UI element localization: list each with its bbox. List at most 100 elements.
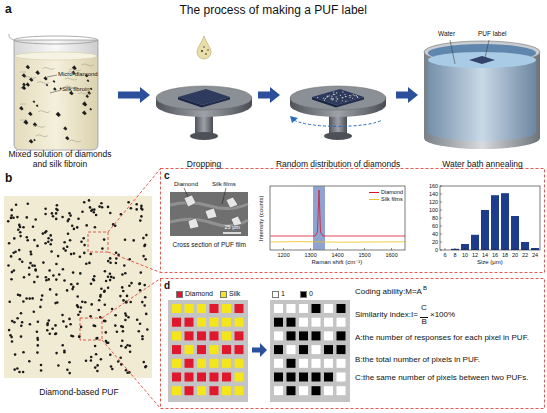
diamond-dot xyxy=(89,206,92,209)
diamond-dot xyxy=(90,356,93,359)
diamond-dot xyxy=(18,249,21,252)
rotation-arrowhead xyxy=(290,116,298,123)
tick-label: 1200 xyxy=(278,252,290,258)
diamond-dot xyxy=(119,295,122,298)
diamond-dot xyxy=(332,98,333,99)
diamond-dot xyxy=(61,216,64,219)
diamond-dot xyxy=(55,332,58,335)
pixel-cell xyxy=(235,331,244,340)
diamond-dot xyxy=(88,262,91,265)
pixel-cell xyxy=(197,318,206,327)
axis-ticks xyxy=(440,186,535,250)
diamond-dot xyxy=(62,268,65,271)
diamond-dot xyxy=(139,323,142,326)
diamond-dot xyxy=(17,228,20,231)
tick-label: 120 xyxy=(429,199,438,205)
legend-text: 0 xyxy=(309,290,313,298)
binary-cell xyxy=(337,318,346,327)
pixel-cell xyxy=(222,386,231,395)
pixel-cell xyxy=(172,345,181,354)
diamond-dot xyxy=(44,242,47,245)
diamond-dot xyxy=(98,299,101,302)
histogram-bar xyxy=(511,216,519,250)
diamond-dot xyxy=(55,278,58,281)
diamond-dot xyxy=(81,300,84,303)
diamond-dot xyxy=(28,297,31,300)
axis-title: Raman shift (cm⁻¹) xyxy=(312,259,363,266)
diamond-dot xyxy=(22,300,25,303)
diamond-dot xyxy=(110,276,113,279)
diamond-dot xyxy=(103,291,106,294)
diamond-dot xyxy=(94,226,97,229)
diamond-dot xyxy=(68,361,71,364)
diamond-dot xyxy=(342,97,343,98)
diamond-dot xyxy=(77,314,80,317)
diamond-dot xyxy=(336,96,337,97)
diamond-dot xyxy=(109,279,112,282)
diamond-dot xyxy=(80,241,83,244)
diamond-dot xyxy=(67,233,70,236)
diamond-dot xyxy=(104,320,107,323)
puf-label-sample xyxy=(469,56,495,64)
zoom-leader xyxy=(102,169,161,409)
tick-label: 0 xyxy=(435,247,438,253)
leader-line xyxy=(47,75,61,93)
diamond-dot xyxy=(337,99,338,100)
diamond-dot xyxy=(71,224,74,227)
pixel-cell xyxy=(222,304,231,313)
diamond-dot xyxy=(66,369,69,372)
sem-image xyxy=(170,188,248,236)
annotation-label: Silk films xyxy=(212,181,236,188)
diamond-dot xyxy=(350,95,351,96)
binary-cell xyxy=(299,359,308,368)
diamond-dot xyxy=(124,319,127,322)
diamond-dot xyxy=(126,295,129,298)
binary-cell xyxy=(274,386,283,395)
process-step: Mixed solution of diamonds and silk fibr… xyxy=(4,28,116,170)
diamond-dot xyxy=(105,280,108,283)
binary-cell xyxy=(312,345,321,354)
diamond-dot xyxy=(141,301,144,304)
diamond-dot xyxy=(79,272,82,275)
diamond-dot xyxy=(121,286,124,289)
zoom-square xyxy=(80,318,102,340)
pixel-cell xyxy=(222,359,231,368)
diamond-dot xyxy=(22,351,25,354)
silk-fibroin-strand xyxy=(82,64,94,66)
diamond-dot xyxy=(115,257,118,260)
diamond-dot xyxy=(143,304,146,307)
diamond-dot xyxy=(23,276,26,279)
process-arrow xyxy=(258,87,280,103)
diamond-dot xyxy=(144,258,147,261)
axis-title: Size (μm) xyxy=(477,259,503,266)
diamond-dot xyxy=(90,359,93,362)
diamond-dot xyxy=(101,247,104,250)
diamond-dot xyxy=(31,297,34,300)
pixel-cell xyxy=(197,359,206,368)
diamond-dot xyxy=(73,252,76,255)
diamond-dot xyxy=(16,216,19,219)
diamond-dot xyxy=(47,237,50,240)
binary-cell xyxy=(324,318,333,327)
binary-cell xyxy=(274,318,283,327)
diamond-dot xyxy=(100,287,103,290)
diamond-dot xyxy=(105,331,108,334)
panel-letter: b xyxy=(5,172,12,185)
diamond-dot xyxy=(342,91,343,92)
diamond-dot xyxy=(93,279,96,282)
diamond-dot xyxy=(98,205,101,208)
diamond-dot xyxy=(57,255,60,258)
panel-frame xyxy=(161,169,545,273)
diamond-dot xyxy=(333,91,334,92)
solution-surface xyxy=(15,52,97,60)
sem-diamond xyxy=(226,197,238,208)
diamond-dot xyxy=(56,301,59,304)
diamond-dot xyxy=(353,94,354,95)
coater-platform xyxy=(156,86,252,110)
step-caption: Mixed solution of diamonds and silk fibr… xyxy=(4,150,116,170)
diamond-dot xyxy=(143,284,146,287)
diamond-dot xyxy=(16,317,19,320)
diamond-dot xyxy=(128,284,131,287)
diamond-dot xyxy=(19,226,22,229)
process-arrow xyxy=(118,87,150,103)
